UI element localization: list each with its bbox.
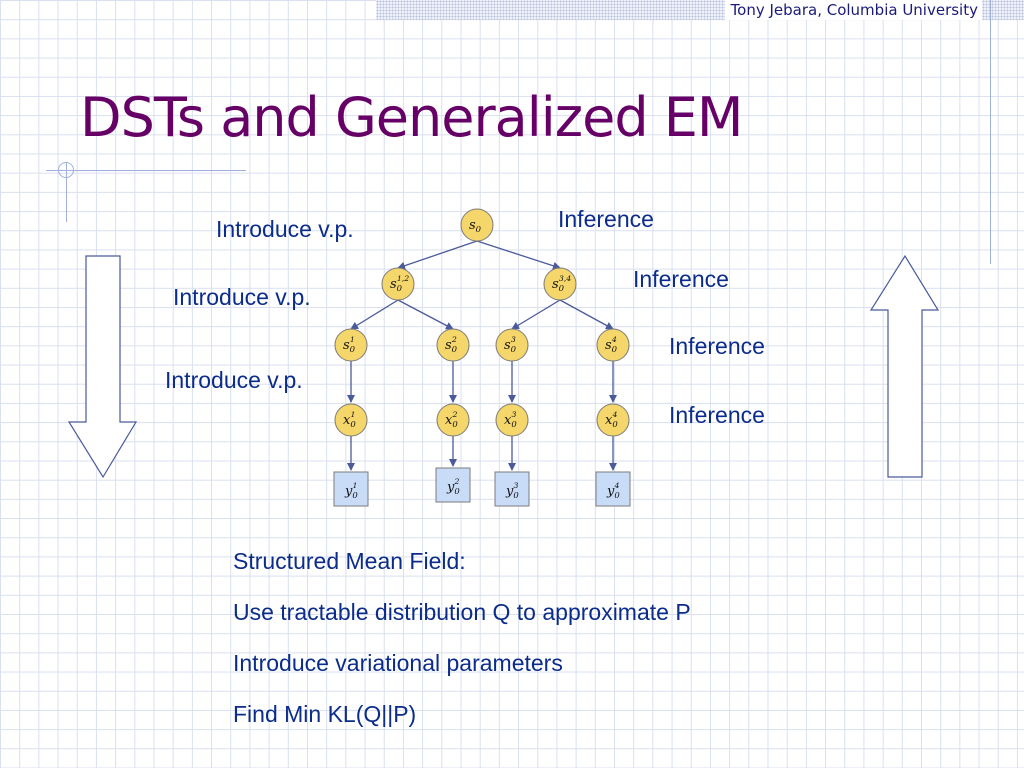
up-arrow-icon xyxy=(869,254,940,478)
node-s0-leaf-4-label: s04 xyxy=(605,335,618,354)
bullet-item: Use tractable distribution Q to approxim… xyxy=(233,599,691,625)
inference-label-3: Inference xyxy=(669,333,765,359)
node-y0-1: y01 xyxy=(333,471,369,507)
node-s0-mid-1-label: s01,2 xyxy=(390,274,409,293)
node-s0-leaf-3-label: s03 xyxy=(504,335,517,354)
bullet-item: Structured Mean Field: xyxy=(233,548,466,574)
introduce-vp-label-3: Introduce v.p. xyxy=(165,367,303,393)
slide-title: DSTs and Generalized EM xyxy=(80,86,743,149)
inference-label-4: Inference xyxy=(669,402,765,428)
node-x0-3-label: x03 xyxy=(504,410,517,429)
node-s0-leaf-2-label: s02 xyxy=(445,335,458,354)
tree-edges xyxy=(347,240,617,471)
inference-label-1: Inference xyxy=(558,206,654,232)
node-y0-2: y02 xyxy=(435,467,471,503)
crosshair-icon xyxy=(58,162,74,178)
edge-root-mid-1 xyxy=(397,240,478,270)
edge-mid-leaf-2 xyxy=(397,299,454,330)
edge-mid-leaf-3 xyxy=(511,299,561,330)
node-s0-leaf-1-label: s01 xyxy=(343,335,356,354)
inference-label-2: Inference xyxy=(633,266,729,292)
introduce-vp-label-2: Introduce v.p. xyxy=(173,284,311,310)
node-s0-root: s0 xyxy=(460,208,494,242)
node-s0-leaf-3: s03 xyxy=(495,328,529,362)
node-s0-mid-2: s03,4 xyxy=(543,267,577,301)
node-s0-leaf-4: s04 xyxy=(596,328,630,362)
node-s0-leaf-1: s01 xyxy=(334,328,368,362)
decorative-vertical-line xyxy=(990,0,991,264)
node-y0-3-label: y03 xyxy=(505,481,519,500)
node-s0-mid-1: s01,2 xyxy=(381,267,415,301)
node-x0-3: x03 xyxy=(495,403,529,437)
node-x0-1: x01 xyxy=(334,403,368,437)
node-s0-leaf-2: s02 xyxy=(436,328,470,362)
node-x0-2: x02 xyxy=(436,403,470,437)
edge-mid-leaf-4 xyxy=(559,299,614,330)
tree-nodes: s0 s01,2 s03,4 s01 s02 s03 s04 x01 x02 x03 x04 y01 y… xyxy=(333,208,631,507)
node-s0-mid-2-label: s03,4 xyxy=(552,274,571,293)
node-x0-4: x04 xyxy=(596,403,630,437)
node-x0-2-label: x02 xyxy=(445,410,458,429)
edge-root-mid-2 xyxy=(476,240,561,270)
node-x0-1-label: x01 xyxy=(343,410,356,429)
edge-mid-leaf-1 xyxy=(350,299,399,330)
node-y0-1-label: y01 xyxy=(344,481,358,500)
node-y0-4: y04 xyxy=(595,471,631,507)
node-y0-4-label: y04 xyxy=(606,481,620,500)
node-x0-4-label: x04 xyxy=(605,410,618,429)
bullet-item: Introduce variational parameters xyxy=(233,650,563,676)
down-arrow-icon xyxy=(67,255,138,479)
node-y0-2-label: y02 xyxy=(446,477,460,496)
node-y0-3: y03 xyxy=(494,471,530,507)
title-rule-vertical xyxy=(66,162,67,222)
introduce-vp-label-1: Introduce v.p. xyxy=(216,216,354,242)
author-credit: Tony Jebara, Columbia University xyxy=(724,0,982,20)
title-rule xyxy=(46,170,246,171)
bullet-item: Find Min KL(Q||P) xyxy=(233,701,417,727)
bullet-list: Structured Mean Field: Use tractable dis… xyxy=(233,546,691,750)
node-s0-root-label: s0 xyxy=(469,218,482,234)
